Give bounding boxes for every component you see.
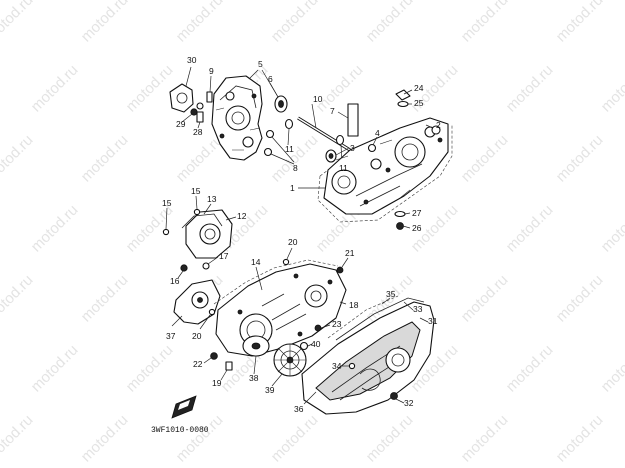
part-36-leader: [303, 391, 317, 405]
label-22: 22: [193, 359, 203, 369]
part-7-dowel: [337, 103, 359, 137]
diagram-code: 3WF1010-0080: [151, 426, 209, 435]
label-25: 25: [414, 98, 424, 108]
label-24: 24: [414, 83, 424, 93]
part-labels: 30 9 5 6 10 7 29 28 11 11 8 4 3 24 25 2 …: [151, 55, 441, 435]
part-13-gasket: [181, 203, 223, 229]
part-20-screw-lower: [199, 308, 216, 330]
label-34: 34: [332, 361, 342, 371]
label-11a: 11: [285, 144, 294, 154]
part-24-cap: [395, 89, 413, 101]
part-33-seal: [335, 297, 425, 341]
part-28-fitting: [196, 102, 204, 129]
part-2-plug: [425, 124, 441, 135]
label-8: 8: [293, 163, 298, 173]
label-6: 6: [268, 74, 273, 84]
part-32-bolt: [390, 392, 405, 404]
label-4: 4: [375, 128, 380, 138]
part-35-gasket: [327, 295, 399, 339]
label-15a: 15: [191, 186, 201, 196]
label-28: 28: [193, 127, 203, 137]
part-3-bearing: [325, 147, 350, 163]
label-36: 36: [294, 404, 304, 414]
part-20-screw-upper: [282, 247, 293, 266]
part-26-bolt: [396, 222, 411, 230]
part-27-washer: [394, 210, 411, 218]
label-21: 21: [345, 248, 355, 258]
label-20a: 20: [288, 237, 298, 247]
label-15b: 15: [162, 198, 172, 208]
label-32: 32: [404, 398, 414, 408]
part-25-washer: [397, 100, 412, 108]
part-16-bolt: [177, 264, 188, 279]
label-23: 23: [332, 319, 342, 329]
part-23-bolt: [314, 324, 331, 332]
label-35: 35: [386, 289, 396, 299]
label-38: 38: [249, 373, 259, 383]
label-26: 26: [412, 223, 422, 233]
label-39: 39: [265, 385, 275, 395]
label-19: 19: [212, 378, 222, 388]
label-3: 3: [350, 143, 355, 153]
label-18: 18: [349, 300, 359, 310]
part-31-outer-cover: [301, 301, 435, 415]
part-29-fitting: [181, 108, 198, 123]
part-19-dowel: [220, 361, 233, 381]
part-34-screw: [342, 362, 356, 370]
label-20b: 20: [192, 331, 202, 341]
part-8-pins: [263, 129, 295, 165]
label-40: 40: [311, 339, 321, 349]
label-27: 27: [412, 208, 422, 218]
label-33: 33: [413, 304, 423, 314]
label-30: 30: [187, 55, 197, 65]
crankcase-left-half: [211, 75, 263, 161]
label-1: 1: [290, 183, 295, 193]
part-40-fitting: [299, 341, 313, 351]
label-16: 16: [170, 276, 180, 286]
part-21-bolt: [336, 257, 349, 274]
part-12-cover: [185, 209, 237, 259]
label-11b: 11: [339, 163, 348, 173]
label-2: 2: [436, 120, 441, 130]
label-7: 7: [330, 106, 335, 116]
label-14: 14: [251, 257, 261, 267]
part-5-leader: [248, 69, 279, 98]
part-17-fitting: [202, 256, 219, 270]
label-17: 17: [219, 251, 229, 261]
label-13: 13: [207, 194, 217, 204]
label-5: 5: [258, 59, 263, 69]
part-37-cover: [171, 279, 221, 327]
label-9: 9: [209, 66, 214, 76]
brand-logo: [171, 395, 197, 419]
label-12: 12: [237, 211, 247, 221]
label-37: 37: [166, 331, 176, 341]
part-22-bolt: [203, 352, 218, 364]
part-4-dowel: [367, 136, 378, 153]
label-29: 29: [176, 119, 186, 129]
part-9-bolt: [206, 75, 213, 103]
part-14-crankcase-cover: [213, 259, 347, 357]
part-39-fan: [271, 343, 307, 387]
crankcase-right-half: [298, 117, 453, 223]
part-38-pulley: [242, 335, 270, 375]
label-10: 10: [313, 94, 323, 104]
part-11-seals: [284, 118, 345, 164]
part-30-gasket: [169, 66, 194, 113]
part-15-screws: [162, 195, 201, 236]
label-31: 31: [428, 316, 438, 326]
